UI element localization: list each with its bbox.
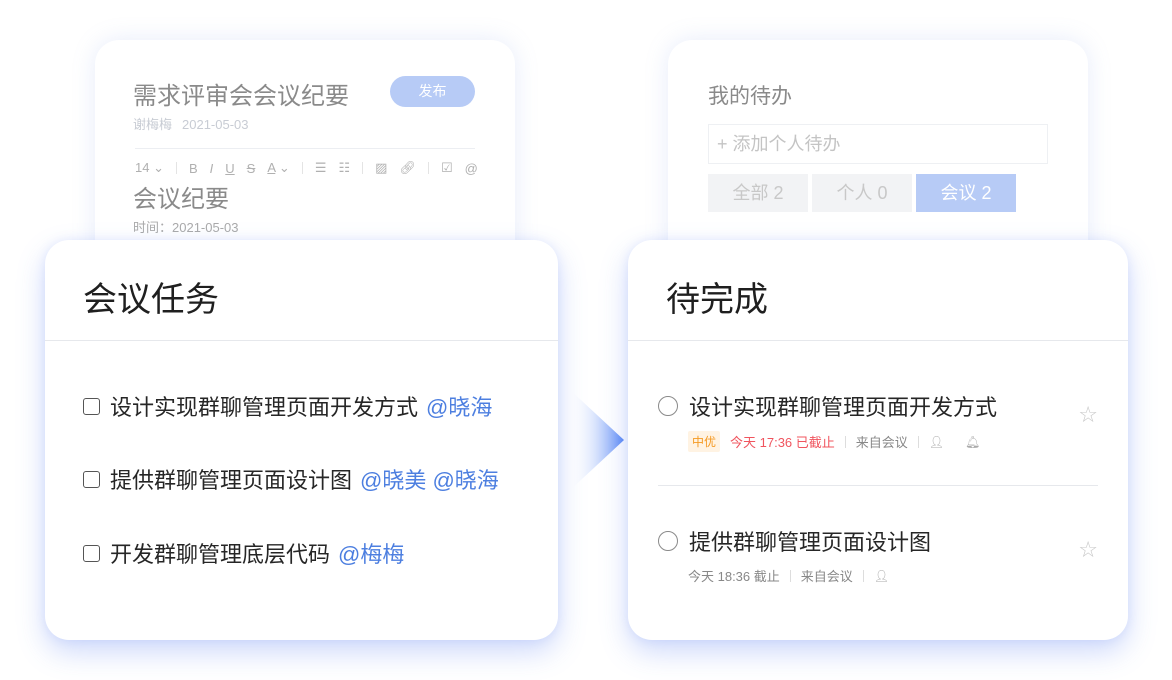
divider	[658, 485, 1098, 486]
arrow-right-icon	[568, 388, 624, 492]
task-item: 提供群聊管理页面设计图@晓美 @晓海	[83, 463, 499, 495]
star-icon[interactable]: ☆	[1078, 537, 1098, 562]
pending-title: 待完成	[628, 240, 1128, 341]
tab-meeting[interactable]: 会议 2	[916, 174, 1016, 212]
divider	[135, 148, 475, 149]
image-icon[interactable]: ▨	[375, 160, 388, 175]
pending-card: 待完成 设计实现群聊管理页面开发方式 中优今天 17:36 已截止来自会议👤︎🔔…	[628, 240, 1128, 640]
tasks-title: 会议任务	[45, 240, 558, 341]
pending-item[interactable]: 提供群聊管理页面设计图 今天 18:36 截止来自会议👤︎ ☆	[658, 525, 1098, 585]
pending-item[interactable]: 设计实现群聊管理页面开发方式 中优今天 17:36 已截止来自会议👤︎🔔︎ ☆	[658, 390, 1098, 452]
source: 来自会议	[800, 569, 853, 584]
user-icon[interactable]: 👤︎	[928, 434, 945, 449]
add-todo-input[interactable]: + 添加个人待办	[708, 124, 1048, 164]
strikethrough-icon[interactable]: S	[246, 160, 256, 176]
bold-icon[interactable]: B	[188, 160, 198, 176]
star-icon[interactable]: ☆	[1078, 402, 1098, 427]
task-item: 设计实现群聊管理页面开发方式@晓海	[83, 390, 492, 422]
bullet-list-icon[interactable]: ☰	[314, 160, 327, 175]
editor-toolbar: 14 ⌄ B I U S A ⌄ ☰ ☷ ▨ 🔗︎ ☑ @	[135, 160, 478, 176]
due-time: 今天 17:36 已截止	[730, 435, 835, 450]
bell-icon[interactable]: 🔔︎	[965, 434, 981, 449]
todo-title: 我的待办	[708, 85, 792, 108]
mention[interactable]: @晓美 @晓海	[360, 468, 499, 493]
doc-time: 时间：2021-05-03	[133, 220, 239, 235]
source: 来自会议	[855, 435, 908, 450]
doc-title: 需求评审会会议纪要	[133, 83, 349, 110]
tab-personal[interactable]: 个人 0	[812, 174, 912, 212]
doc-heading: 会议纪要	[133, 186, 229, 213]
user-icon[interactable]: 👤︎	[873, 568, 890, 583]
mention[interactable]: @梅梅	[338, 542, 405, 567]
meeting-tasks-card: 会议任务 设计实现群聊管理页面开发方式@晓海 提供群聊管理页面设计图@晓美 @晓…	[45, 240, 558, 640]
priority-badge: 中优	[688, 431, 721, 452]
tab-all[interactable]: 全部 2	[708, 174, 808, 212]
mention-icon[interactable]: @	[464, 160, 478, 176]
numbered-list-icon[interactable]: ☷	[338, 160, 351, 175]
italic-icon[interactable]: I	[209, 160, 214, 176]
mention[interactable]: @晓海	[426, 395, 493, 420]
publish-button[interactable]: 发布	[390, 76, 475, 107]
checkbox-icon[interactable]: ☑	[440, 160, 453, 175]
doc-date: 2021-05-03	[182, 117, 249, 132]
doc-meta: 谢梅梅 2021-05-03	[133, 114, 259, 133]
task-checkbox[interactable]	[83, 470, 100, 488]
underline-icon[interactable]: U	[225, 160, 235, 176]
due-time: 今天 18:36 截止	[688, 569, 780, 584]
complete-radio[interactable]	[658, 396, 678, 416]
link-icon[interactable]: 🔗︎	[399, 160, 416, 175]
doc-author: 谢梅梅	[133, 117, 173, 132]
complete-radio[interactable]	[658, 531, 678, 551]
font-size-select[interactable]: 14 ⌄	[135, 160, 164, 175]
task-item: 开发群聊管理底层代码@梅梅	[83, 537, 404, 569]
font-color-icon[interactable]: A ⌄	[267, 160, 290, 175]
task-checkbox[interactable]	[83, 397, 100, 415]
task-checkbox[interactable]	[83, 544, 100, 562]
